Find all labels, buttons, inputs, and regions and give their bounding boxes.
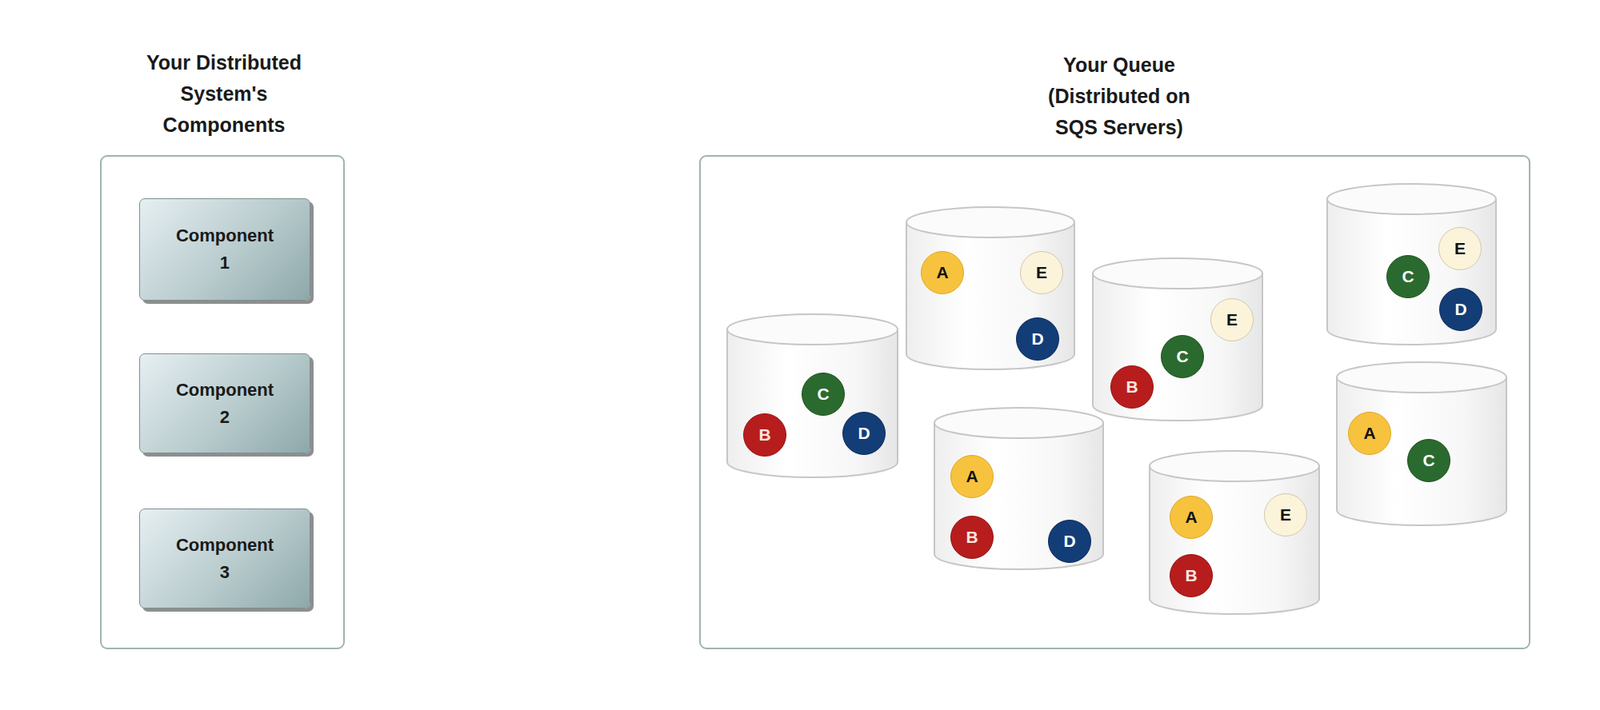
message-circle: B [1169,554,1213,598]
message-letter: B [758,425,771,445]
message-letter: E [1280,505,1292,525]
panel-heading: Your Distributed System's Components [140,47,308,141]
server-cylinder [906,207,1075,370]
message-circle: A [1348,412,1392,456]
server-cylinder [727,314,898,478]
message-circle: A [950,455,994,499]
message-letter: D [1063,532,1076,552]
message-circle: B [743,413,787,457]
message-letter: B [965,528,978,548]
message-letter: C [816,384,829,404]
message-circle: C [1386,255,1430,299]
message-letter: D [1454,300,1467,320]
message-letter: A [936,263,948,283]
message-circle: D [1016,317,1060,361]
message-letter: A [1363,424,1376,444]
component-label: Component 2 [176,376,274,432]
components-panel: Your Distributed System's ComponentsComp… [100,155,345,650]
component-box: Component 2 [139,353,311,454]
message-circle: A [1169,496,1213,540]
server-cylinder [1327,184,1496,345]
message-circle: C [1407,439,1451,483]
message-letter: E [1454,239,1466,259]
message-letter: C [1401,267,1414,287]
queue-panel: Your Queue (Distributed on SQS Servers)A… [699,155,1531,650]
message-letter: E [1036,263,1048,283]
message-letter: D [857,424,870,444]
message-circle: C [1160,335,1204,379]
component-label: Component 1 [176,222,274,277]
message-letter: D [1031,329,1044,349]
message-letter: E [1226,310,1238,330]
component-box: Component 3 [139,508,311,609]
message-circle: E [1210,298,1254,342]
message-letter: C [1422,451,1435,471]
message-letter: B [1184,566,1197,586]
message-letter: C [1176,347,1188,367]
component-label: Component 3 [176,532,274,587]
server-cylinder [1336,362,1507,526]
message-circle: B [950,516,994,560]
message-circle: E [1438,227,1482,271]
server-cylinder [1149,451,1320,615]
message-circle: D [842,412,886,456]
message-circle: C [801,372,845,416]
message-circle: D [1439,288,1483,332]
message-circle: D [1048,520,1092,564]
message-letter: A [1184,508,1197,528]
message-circle: A [920,251,964,295]
message-circle: B [1110,365,1154,409]
message-circle: E [1264,493,1308,537]
panel-heading: Your Queue (Distributed on SQS Servers) [1035,49,1204,144]
message-circle: E [1020,251,1064,295]
server-cylinder [1092,258,1263,421]
server-cylinder [934,408,1104,570]
message-letter: B [1125,377,1138,397]
component-box: Component 1 [139,198,311,301]
message-letter: A [965,467,978,487]
